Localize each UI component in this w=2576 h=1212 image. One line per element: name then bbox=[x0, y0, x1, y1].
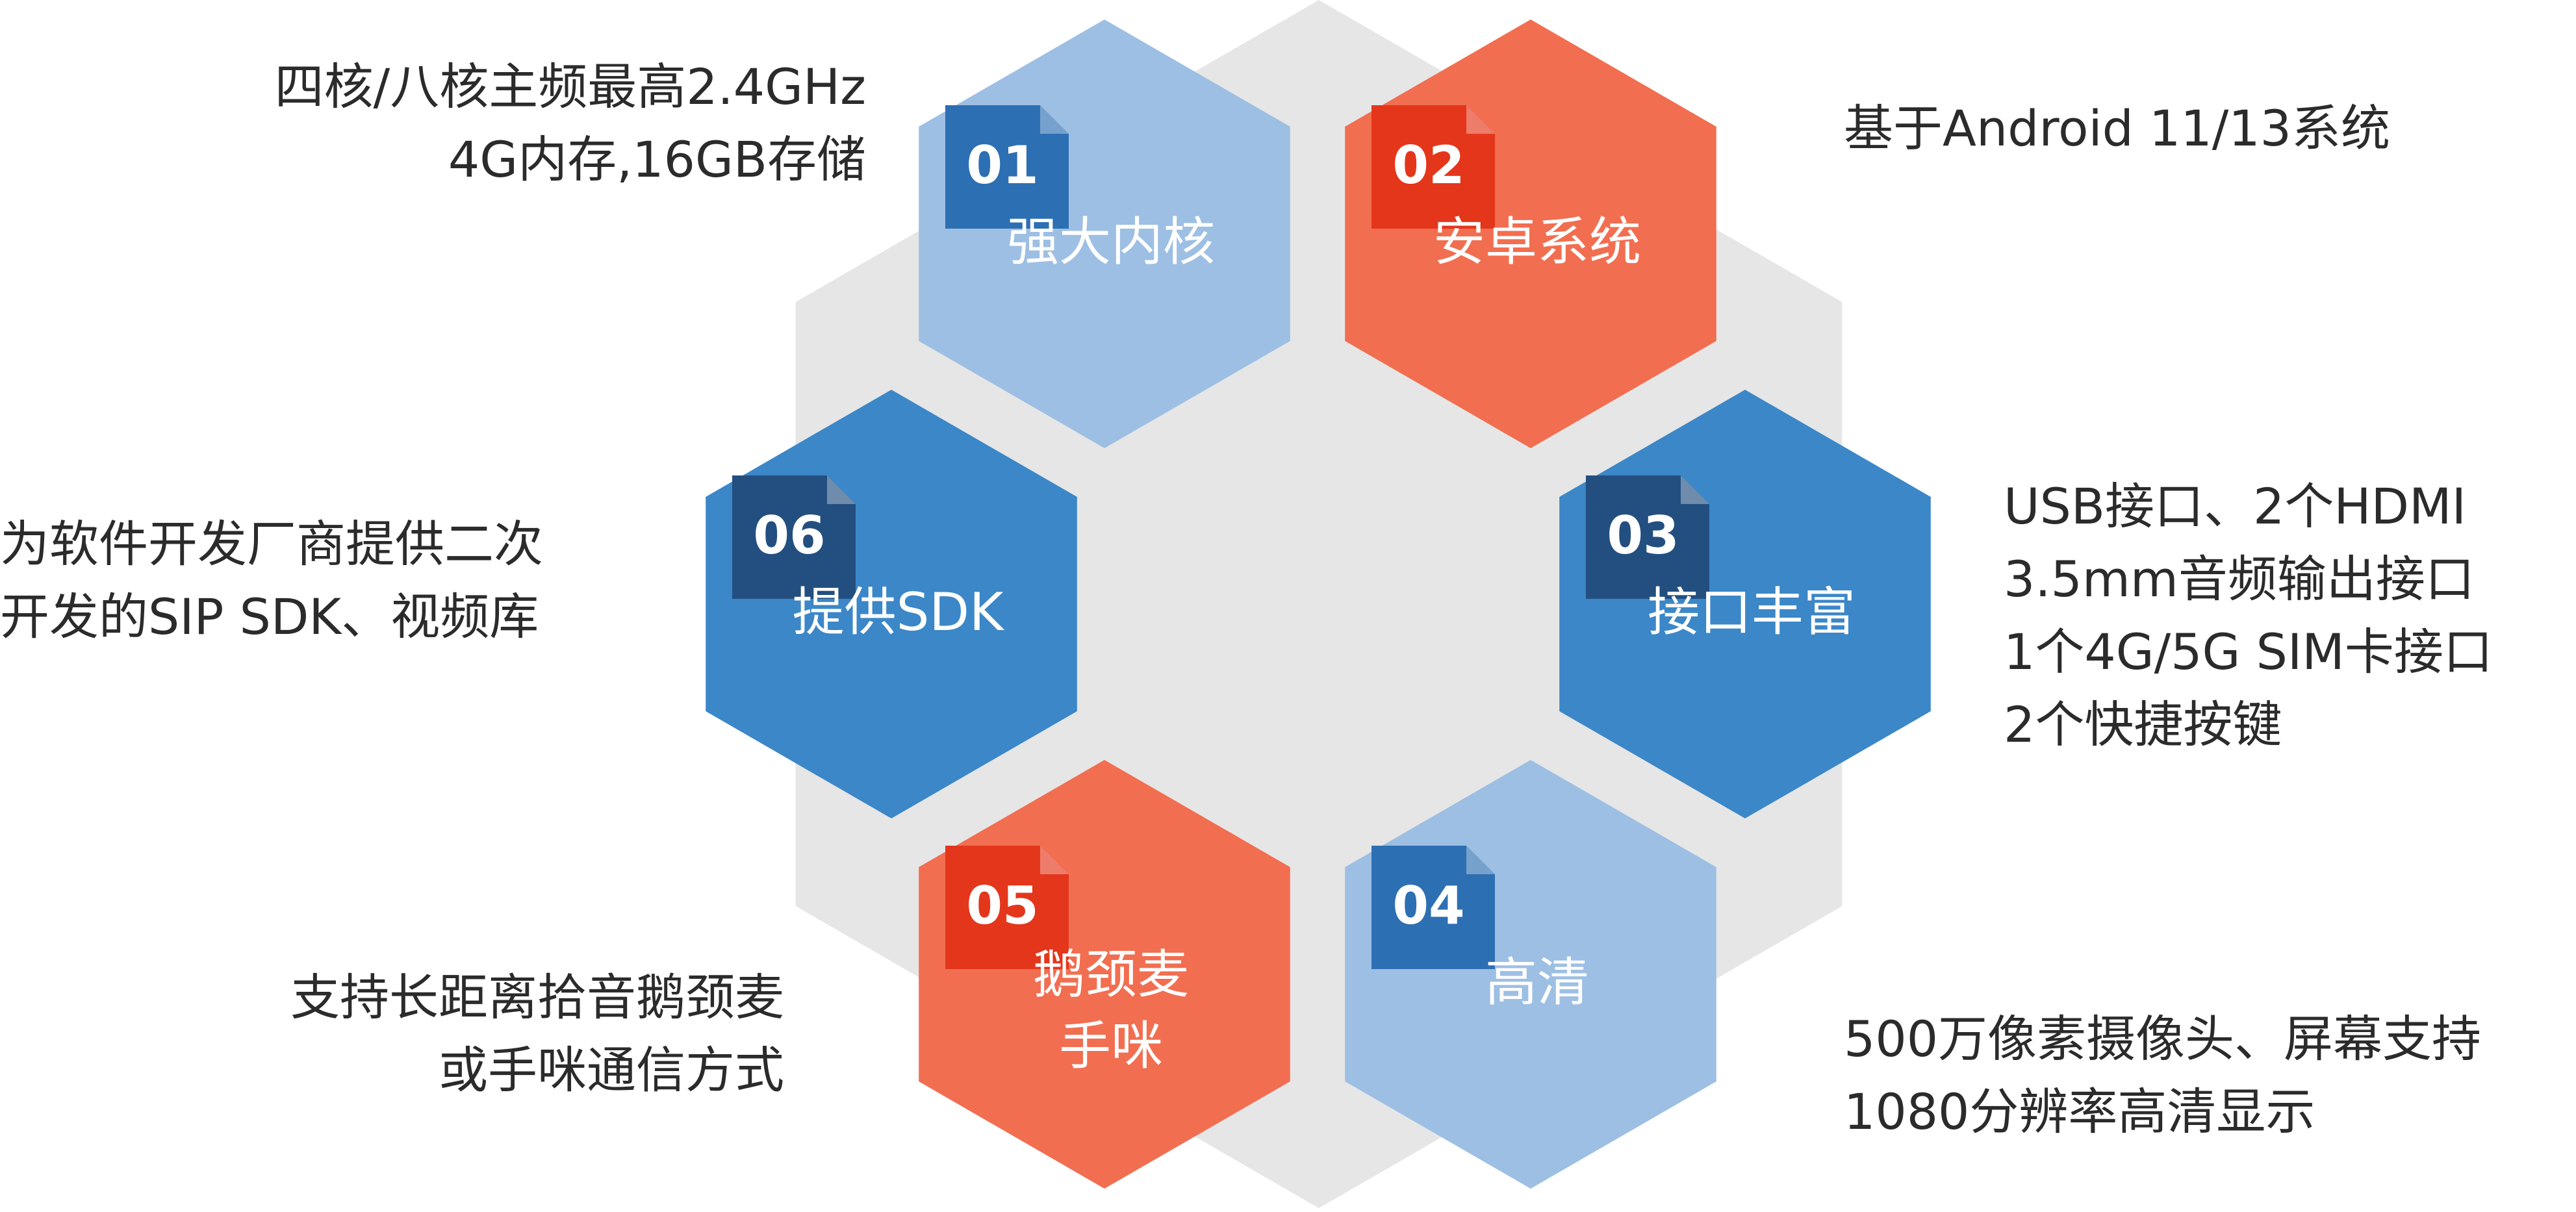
number-tab bbox=[1586, 475, 1709, 599]
description-line: 3.5mm音频输出接口 bbox=[2004, 550, 2475, 608]
description-line: 或手咪通信方式 bbox=[439, 1041, 784, 1099]
number-tab bbox=[732, 475, 856, 599]
description-line: 2个快捷按键 bbox=[2004, 696, 2282, 753]
feature-title: 手咪 bbox=[1059, 1016, 1163, 1076]
feature-title: 安卓系统 bbox=[1433, 212, 1641, 272]
description-line: 4G内存,16GB存储 bbox=[448, 131, 866, 188]
description-mic: 支持长距离拾音鹅颈麦 或手咪通信方式 bbox=[290, 961, 784, 1107]
description-line: 开发的SIP SDK、视频库 bbox=[0, 588, 539, 646]
tab-fold-corner bbox=[1681, 475, 1709, 504]
feature-hexagon-core: 01 强大内核 bbox=[919, 19, 1290, 448]
number-tab bbox=[945, 105, 1069, 229]
tab-fold-corner bbox=[827, 475, 856, 504]
feature-hexagon-sdk: 06 提供SDK bbox=[706, 390, 1077, 818]
feature-number: 03 bbox=[1607, 505, 1679, 566]
feature-title: 高清 bbox=[1485, 952, 1589, 1013]
number-tab bbox=[1371, 846, 1495, 969]
description-interfaces: USB接口、2个HDMI 3.5mm音频输出接口 1个4G/5G SIM卡接口 … bbox=[2004, 470, 2493, 761]
feature-hexagon-interfaces: 03 接口丰富 bbox=[1559, 390, 1931, 818]
description-line: 基于Android 11/13系统 bbox=[1844, 99, 2391, 157]
description-sdk: 为软件开发厂商提供二次 开发的SIP SDK、视频库 bbox=[0, 508, 543, 653]
description-android: 基于Android 11/13系统 bbox=[1844, 92, 2390, 165]
feature-title: 强大内核 bbox=[1007, 212, 1215, 272]
description-line: 为软件开发厂商提供二次 bbox=[0, 515, 543, 573]
feature-number: 04 bbox=[1392, 876, 1464, 936]
feature-title: 提供SDK bbox=[793, 582, 1005, 642]
tab-fold-corner bbox=[1466, 105, 1495, 134]
number-tab bbox=[945, 846, 1069, 969]
feature-title: 接口丰富 bbox=[1648, 582, 1855, 642]
feature-hexagon-android: 02 安卓系统 bbox=[1345, 19, 1716, 448]
description-line: USB接口、2个HDMI bbox=[2004, 477, 2467, 535]
description-line: 1080分辨率高清显示 bbox=[1844, 1083, 2315, 1141]
feature-title: 鹅颈麦 bbox=[1033, 944, 1189, 1005]
tab-fold-corner bbox=[1040, 846, 1069, 874]
number-tab bbox=[1371, 105, 1495, 229]
tab-fold-corner bbox=[1466, 846, 1495, 874]
description-line: 四核/八核主频最高2.4GHz bbox=[274, 58, 866, 116]
feature-number: 05 bbox=[966, 876, 1038, 936]
feature-hexagon-hd: 04 高清 bbox=[1345, 760, 1716, 1189]
description-hd: 500万像素摄像头、屏幕支持 1080分辨率高清显示 bbox=[1844, 1003, 2481, 1148]
feature-number: 02 bbox=[1392, 135, 1464, 196]
description-line: 500万像素摄像头、屏幕支持 bbox=[1844, 1010, 2482, 1068]
feature-number: 06 bbox=[753, 505, 825, 566]
description-line: 1个4G/5G SIM卡接口 bbox=[2004, 623, 2493, 681]
description-core: 四核/八核主频最高2.4GHz 4G内存,16GB存储 bbox=[275, 51, 866, 196]
tab-fold-corner bbox=[1040, 105, 1069, 134]
description-line: 支持长距离拾音鹅颈麦 bbox=[290, 968, 784, 1026]
feature-number: 01 bbox=[966, 135, 1038, 196]
